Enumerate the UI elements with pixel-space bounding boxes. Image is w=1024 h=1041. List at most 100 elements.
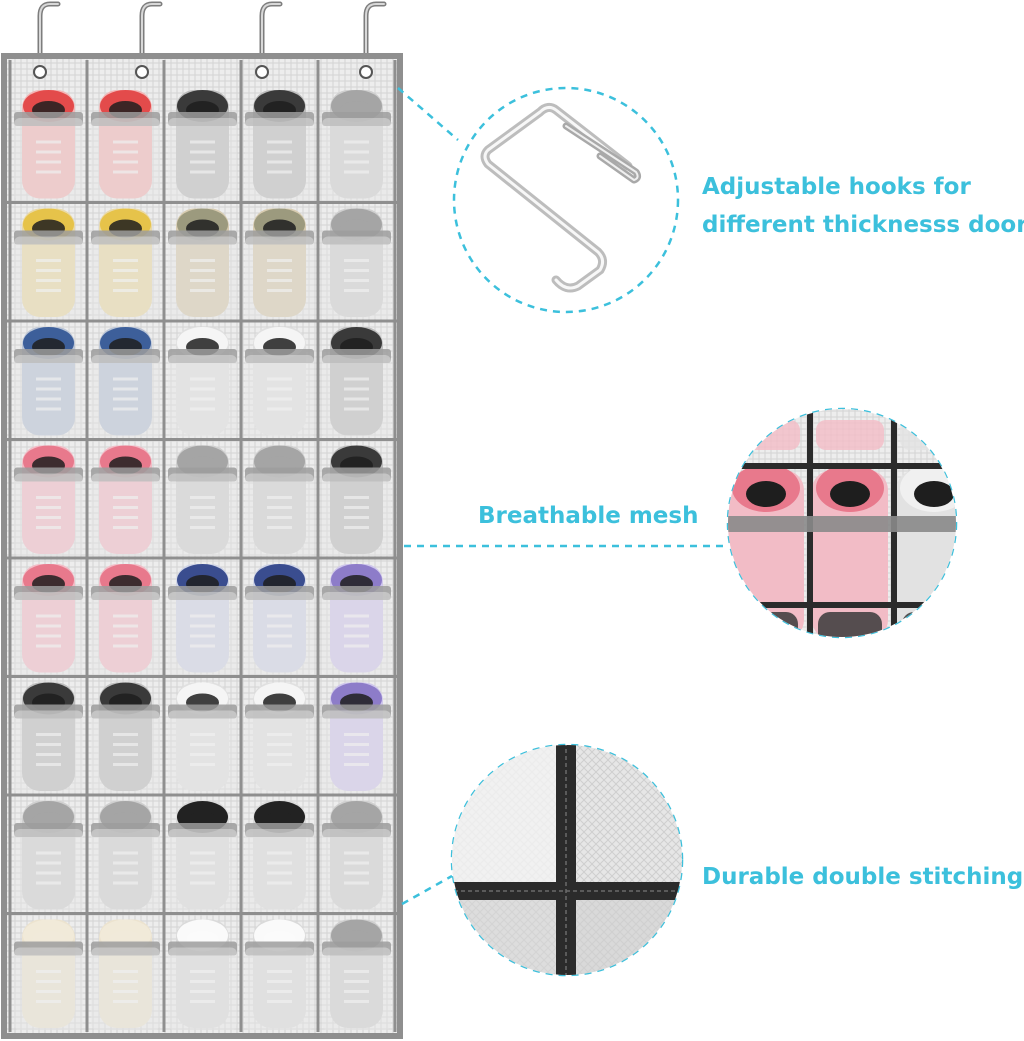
- shoe-pocket: [91, 445, 160, 556]
- pocket-mesh: [14, 118, 83, 201]
- shoe-pocket: [245, 327, 314, 438]
- zoomed-shoe-above: [732, 420, 800, 450]
- zoomed-seam: [728, 602, 956, 608]
- shoe-pocket: [91, 682, 160, 793]
- shoe-pocket: [14, 90, 83, 201]
- door-hook-highlight: [261, 3, 281, 75]
- pocket-band: [14, 112, 83, 126]
- pocket-mesh: [91, 236, 160, 319]
- shoe-pocket: [168, 445, 237, 556]
- hook-detail-callout: [452, 86, 680, 314]
- connector-stitching: [401, 874, 453, 906]
- stitch-zoom-view: [452, 745, 682, 975]
- pocket-mesh: [322, 355, 391, 438]
- pocket-mesh: [168, 829, 237, 912]
- pocket-mesh: [245, 118, 314, 201]
- grommet-icon: [135, 65, 149, 79]
- pocket-band: [322, 586, 391, 600]
- shoe-pocket: [14, 327, 83, 438]
- zoomed-shoe-below: [734, 612, 798, 637]
- door-hooks: [37, 1, 387, 77]
- pocket-band: [14, 349, 83, 363]
- pocket-band: [245, 112, 314, 126]
- shoe-pocket: [322, 564, 391, 675]
- pocket-band: [322, 467, 391, 482]
- shoe-pocket: [245, 682, 314, 793]
- shoe-pocket: [322, 919, 391, 1030]
- connector-hooks: [397, 87, 459, 141]
- pocket-band: [168, 349, 237, 363]
- shoe-pocket: [168, 564, 237, 675]
- pocket-mesh: [322, 592, 391, 675]
- callout-connectors: [397, 87, 726, 906]
- pocket-mesh: [168, 947, 237, 1030]
- zoomed-seam: [728, 463, 956, 469]
- pocket-mesh: [14, 355, 83, 438]
- shoe-pocket: [14, 919, 83, 1030]
- pocket-mesh: [91, 947, 160, 1030]
- pocket-band: [14, 467, 83, 482]
- shoe-pocket: [91, 564, 160, 675]
- shoe-pocket: [91, 90, 160, 201]
- shoe-pocket: [14, 208, 83, 319]
- stitching-detail-callout: [450, 743, 684, 977]
- pocket-band: [245, 941, 314, 956]
- zoomed-pocket-band: [728, 516, 956, 532]
- door-hook-highlight: [365, 3, 385, 75]
- pocket-band: [91, 586, 160, 600]
- shoe-pocket: [168, 208, 237, 319]
- shoe-pocket: [322, 682, 391, 793]
- shoe-pocket: [322, 445, 391, 556]
- pocket-band: [322, 112, 391, 126]
- pocket-band: [91, 704, 160, 719]
- zoomed-shoe-above: [900, 420, 956, 450]
- pocket-band: [322, 704, 391, 719]
- shoe-pocket: [322, 208, 391, 319]
- shoe-pocket: [91, 919, 160, 1030]
- shoe-pocket: [168, 682, 237, 793]
- zoomed-shoe-inner: [830, 481, 870, 507]
- pocket-band: [91, 823, 160, 837]
- pocket-mesh: [14, 473, 83, 556]
- hooks-label-line1: Adjustable hooks for: [702, 174, 971, 200]
- pocket-mesh: [91, 118, 160, 201]
- pocket-mesh: [245, 947, 314, 1030]
- metal-hook-icon: [480, 102, 642, 293]
- pocket-band: [168, 112, 237, 126]
- stitching-feature-label: Durable double stitching: [702, 858, 1023, 896]
- pocket-band: [14, 586, 83, 600]
- shoe-pocket: [14, 682, 83, 793]
- pocket-band: [245, 704, 314, 719]
- pocket-band: [168, 586, 237, 600]
- pocket-mesh: [91, 592, 160, 675]
- pocket-band: [14, 704, 83, 719]
- pocket-band: [245, 823, 314, 837]
- pocket-mesh: [91, 473, 160, 556]
- shoe-pocket: [91, 801, 160, 912]
- pocket-band: [91, 230, 160, 245]
- mesh-feature-label: Breathable mesh: [478, 497, 698, 535]
- pocket-mesh: [168, 236, 237, 319]
- over-door-shoe-organizer: [1, 53, 403, 1039]
- pocket-band: [245, 349, 314, 363]
- pocket-mesh: [245, 829, 314, 912]
- shoe-pocket: [245, 90, 314, 201]
- shoe-pocket: [322, 327, 391, 438]
- pocket-mesh: [322, 829, 391, 912]
- shoe-pocket: [91, 208, 160, 319]
- zoomed-shoe-below: [902, 612, 956, 637]
- pocket-band: [322, 823, 391, 837]
- pocket-mesh: [91, 710, 160, 793]
- zoomed-shoe-inner: [746, 481, 786, 507]
- shoe-pocket: [168, 90, 237, 201]
- pocket-mesh: [14, 947, 83, 1030]
- pocket-mesh: [322, 710, 391, 793]
- pocket-band: [168, 941, 237, 956]
- pocket-band: [322, 230, 391, 245]
- pocket-band: [245, 467, 314, 482]
- shoe-pocket: [245, 801, 314, 912]
- pocket-band: [91, 467, 160, 482]
- zoomed-shoe: [812, 470, 888, 637]
- pocket-mesh: [245, 710, 314, 793]
